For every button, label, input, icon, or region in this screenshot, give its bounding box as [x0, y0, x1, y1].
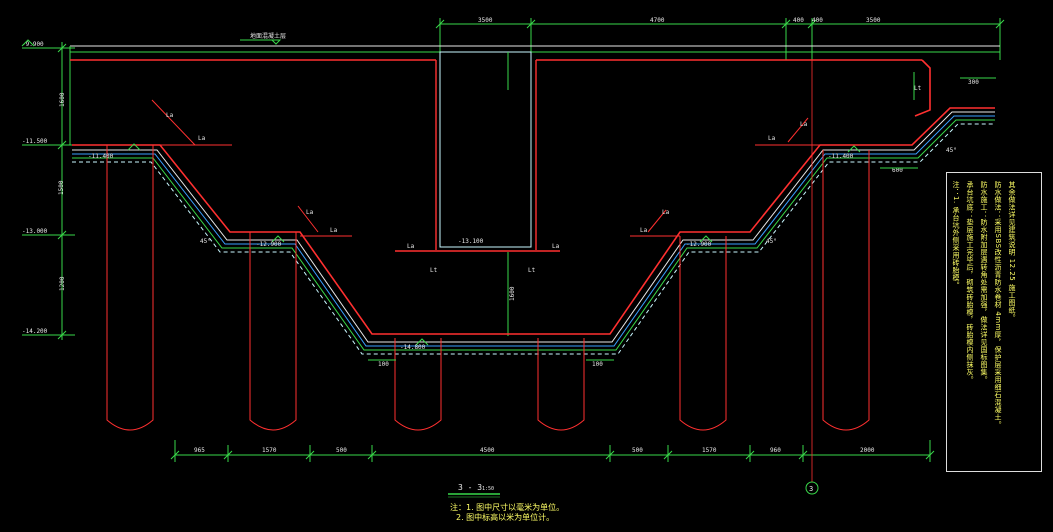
vdim-1: 1600 — [59, 92, 66, 107]
section-title-block: 3 - 3 1:50 — [448, 483, 500, 498]
slab-top — [69, 45, 1000, 145]
la-label-8: La — [800, 121, 808, 128]
pit-profile-layer-2 — [72, 115, 995, 347]
elev-left-mid: -11.500 — [22, 138, 48, 145]
la-label-3: La — [330, 227, 338, 234]
pile-3 — [394, 338, 442, 431]
piles — [106, 145, 870, 431]
pit-profile-rebar — [72, 107, 995, 335]
anchor-lines — [151, 99, 820, 237]
pile-4 — [537, 338, 585, 431]
dim-1600: 1600 — [509, 286, 516, 301]
elev-shaft-bottom: -13.100 — [458, 238, 484, 245]
surface-marker — [240, 39, 282, 45]
left-elevation-labels: -9.900 -11.500 -13.000 -14.200 1600 1500… — [22, 41, 66, 335]
elev-pad-left: -11.400 — [88, 153, 114, 160]
la-label-9: La — [407, 243, 415, 250]
pile-5 — [679, 236, 727, 431]
bottom-dim-8: 2000 — [860, 447, 875, 454]
bottom-dim-labels: 965 1570 500 4500 500 1570 960 2000 — [194, 447, 875, 454]
surface-label: 地面混凝土层 — [250, 32, 286, 40]
profile-elevation-labels: -11.400 -12.900 -14.800 -12.900 -11.400 — [88, 153, 854, 351]
lt-label-2: Lt — [528, 267, 536, 274]
slope-right: 45° — [766, 238, 777, 245]
top-dim-1: 3500 — [478, 17, 493, 24]
vdim-3: 1200 — [59, 276, 66, 291]
anchor-labels: La La La La La La La La La La Lt Lt Lt — [166, 85, 922, 274]
elev-step-right: -12.900 — [686, 241, 712, 248]
slope-far-right: 45° — [946, 147, 957, 154]
dim-600: 600 — [892, 167, 903, 174]
section-scale: 1:50 — [482, 486, 494, 492]
elevation-markers — [21, 39, 861, 346]
la-label-10: La — [552, 243, 560, 250]
vdim-2: 1500 — [58, 180, 65, 195]
pit-profile-layer-4 — [72, 123, 995, 355]
dim-300: 300 — [968, 79, 979, 86]
note-4: 防水做法：采用SBS改性沥青防水卷材 4mm厚，保护层采用细石混凝土。 — [994, 181, 1002, 429]
la-label-4: La — [306, 209, 314, 216]
note-2: 承台坑底：垫层施工完毕后，砌筑砖胎模，砖胎模内侧抹灰。 — [966, 181, 974, 384]
top-dim-2: 4700 — [650, 17, 665, 24]
top-dim-labels: 3500 4700 400 400 3500 — [478, 17, 881, 24]
bottom-dim-6: 1570 — [702, 447, 717, 454]
slope-left: 45° — [200, 238, 211, 245]
dim-100-right: 100 — [592, 361, 603, 368]
bottom-dim-5: 500 — [632, 447, 643, 454]
bottom-dim-1: 965 — [194, 447, 205, 454]
notes-box: 注：1. 承台坑外侧采用砖胎模。 承台坑底：垫层施工完毕后，砌筑砖胎模，砖胎模内… — [946, 172, 1042, 472]
top-dim-3: 400 — [793, 17, 804, 24]
dim-100-left: 100 — [378, 361, 389, 368]
caption-note-1: 注：1. 图中尺寸以毫米为单位。 — [450, 503, 565, 512]
note-5: 其余做法详见建筑说明 12.25 施工图纸。 — [1008, 181, 1016, 322]
la-label-1: La — [198, 135, 206, 142]
local-dims — [368, 72, 996, 361]
bottom-dim-3: 500 — [336, 447, 347, 454]
lt-label-3: Lt — [914, 85, 922, 92]
grid-axis — [805, 60, 819, 495]
section-title: 3 - 3 — [458, 483, 482, 492]
note-1: 注：1. 承台坑外侧采用砖胎模。 — [952, 181, 960, 289]
pile-6 — [822, 150, 870, 431]
pile-2 — [249, 232, 297, 431]
la-label-7: La — [768, 135, 776, 142]
left-vertical-dims — [22, 42, 75, 340]
elev-left-low2: -14.200 — [22, 328, 48, 335]
bottom-dim-4: 4500 — [480, 447, 495, 454]
la-label-2: La — [166, 112, 174, 119]
elev-step-left: -12.900 — [256, 241, 282, 248]
pit-profile-layer-1 — [72, 111, 995, 343]
top-dim-5: 3500 — [866, 17, 881, 24]
elev-pit-bottom: -14.800 — [400, 344, 426, 351]
elev-pad-right: -11.400 — [828, 153, 854, 160]
elev-left-low1: -13.000 — [22, 228, 48, 235]
top-dim-4: 400 — [812, 17, 823, 24]
caption-note-2: 2. 图中标高以米为单位计。 — [456, 513, 555, 522]
note-3: 防水施工：防水附加层遇转角处需加强，做法详见国标图集。 — [980, 181, 988, 384]
la-label-6: La — [662, 209, 670, 216]
rebar-top — [70, 59, 931, 117]
bottom-dimension-chain — [170, 440, 935, 462]
pit-profile-layer-3 — [72, 119, 995, 351]
central-shaft — [395, 51, 560, 336]
grid-ref: 3 — [809, 485, 813, 493]
bottom-dim-7: 960 — [770, 447, 781, 454]
la-label-5: La — [640, 227, 648, 234]
top-dimension-chain — [435, 18, 1005, 60]
slope-labels: 45° 45° 45° 300 600 100 100 — [200, 79, 979, 368]
pile-1 — [106, 145, 154, 431]
bottom-dim-2: 1570 — [262, 447, 277, 454]
lt-label-1: Lt — [430, 267, 438, 274]
